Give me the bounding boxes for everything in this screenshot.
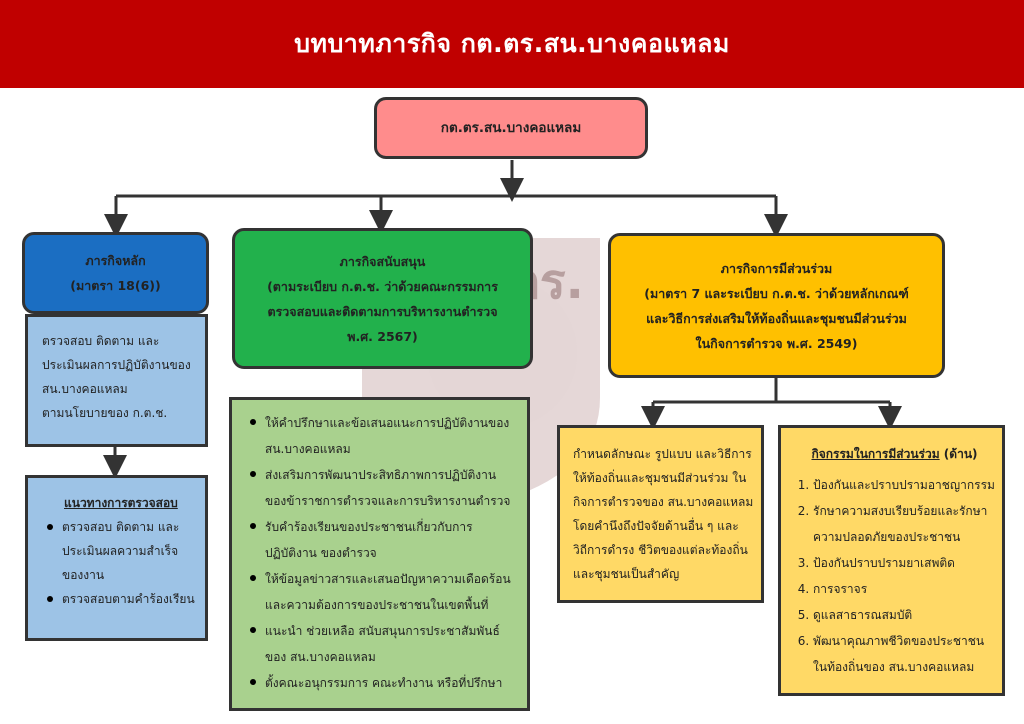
guideline-item: ตรวจสอบ ติดตาม และ ประเมินผลความสำเร็จ ข… [47, 515, 201, 587]
activities-title: กิจกรรมในการมีส่วนร่วม [811, 447, 940, 461]
support-item: ให้คำปรึกษาและข้อเสนอแนะการปฏิบัติงานของ… [250, 410, 523, 462]
activity-item: การจราจร [813, 576, 998, 602]
activities-heading: กิจกรรมในการมีส่วนร่วม (ด้าน) [791, 442, 998, 466]
activity-item: ป้องกันปราบปรามยาเสพติด [813, 550, 998, 576]
participation-mission-subtitle: (มาตรา 7 และระเบียบ ก.ต.ช. ว่าด้วยหลักเก… [644, 285, 909, 301]
guideline-item: ตรวจสอบตามคำร้องเรียน [47, 587, 201, 611]
support-item: รับคำร้องเรียนของประชาชนเกี่ยวกับการปฏิบ… [250, 514, 523, 566]
support-mission-title: ภารกิจสนับสนุน [339, 253, 426, 269]
main-mission-subtitle: (มาตรา 18(6)) [70, 278, 161, 293]
support-mission-header: ภารกิจสนับสนุน (ตามระเบียบ ก.ต.ช. ว่าด้ว… [232, 228, 533, 369]
guideline-list: ตรวจสอบ ติดตาม และ ประเมินผลความสำเร็จ ข… [42, 515, 201, 611]
activity-item: ป้องกันและปราบปรามอาชญากรรม [813, 472, 998, 498]
desc-line: ให้ท้องถิ่นและชุมชนมีส่วนร่วม ใน [573, 471, 747, 485]
desc-line: สน.บางคอแหลม [42, 382, 128, 396]
desc-line: และชุมชนเป็นสำคัญ [573, 567, 680, 581]
guideline-title: แนวทางการตรวจสอบ [64, 496, 178, 510]
support-mission-panel: ให้คำปรึกษาและข้อเสนอแนะการปฏิบัติงานของ… [229, 397, 530, 711]
desc-line: วิถีการดำรง ชีวิตของแต่ละท้องถิ่น [573, 543, 748, 557]
page-title: บทบาทภารกิจ กต.ตร.สน.บางคอแหลม [294, 29, 730, 58]
support-mission-subtitle: พ.ศ. 2567) [347, 328, 418, 344]
desc-line: ตามนโยบายของ ก.ต.ช. [42, 406, 168, 420]
support-item: แนะนำ ช่วยเหลือ สนับสนุนการประชาสัมพันธ์… [250, 618, 523, 670]
support-item: ส่งเสริมการพัฒนาประสิทธิภาพการปฏิบัติงาน… [250, 462, 523, 514]
participation-mission-subtitle: ในกิจการตำรวจ พ.ศ. 2549) [695, 335, 858, 351]
activity-item: รักษาความสงบเรียบร้อยและรักษาความปลอดภัย… [813, 498, 998, 550]
support-mission-subtitle: ตรวจสอบและติดตามการบริหารงานตำรวจ [267, 303, 498, 319]
main-mission-desc: ตรวจสอบ ติดตาม และ ประเมินผลการปฏิบัติงา… [25, 314, 208, 447]
activities-list: ป้องกันและปราบปรามอาชญากรรม รักษาความสงบ… [791, 472, 998, 680]
title-bar: บทบาทภารกิจ กต.ตร.สน.บางคอแหลม [0, 0, 1024, 88]
participation-activities-panel: กิจกรรมในการมีส่วนร่วม (ด้าน) ป้องกันและ… [778, 425, 1005, 696]
desc-line: โดยคำนึงถึงปัจจัยด้านอื่น ๆ และ [573, 519, 739, 533]
participation-desc-panel: กำหนดลักษณะ รูปแบบ และวิธีการ ให้ท้องถิ่… [557, 425, 764, 603]
main-mission-header: ภารกิจหลัก (มาตรา 18(6)) [22, 232, 209, 314]
desc-line: กำหนดลักษณะ รูปแบบ และวิธีการ [573, 447, 752, 461]
participation-mission-subtitle: และวิธีการส่งเสริมให้ท้องถิ่นและชุมชนมีส… [646, 310, 907, 326]
participation-mission-title: ภารกิจการมีส่วนร่วม [720, 260, 833, 276]
desc-line: กิจการตำรวจของ สน.บางคอแหลม [573, 495, 754, 509]
activities-suffix: (ด้าน) [939, 447, 978, 461]
activity-item: ดูแลสาธารณสมบัติ [813, 602, 998, 628]
support-mission-subtitle: (ตามระเบียบ ก.ต.ช. ว่าด้วยคณะกรรมการ [267, 278, 498, 294]
support-item: ให้ข้อมูลข่าวสารและเสนอปัญหาความเดือดร้อ… [250, 566, 523, 618]
desc-line: ประเมินผลการปฏิบัติงานของ [42, 358, 191, 372]
support-list: ให้คำปรึกษาและข้อเสนอแนะการปฏิบัติงานของ… [245, 410, 523, 696]
root-node: กต.ตร.สน.บางคอแหลม [374, 97, 648, 159]
desc-line: ตรวจสอบ ติดตาม และ [42, 334, 160, 348]
activity-item: พัฒนาคุณภาพชีวิตของประชาชนในท้องถิ่นของ … [813, 628, 998, 680]
main-mission-title: ภารกิจหลัก [85, 253, 146, 268]
support-item: ตั้งคณะอนุกรรมการ คณะทำงาน หรือที่ปรึกษา [250, 670, 523, 696]
guideline-panel: แนวทางการตรวจสอบ ตรวจสอบ ติดตาม และ ประเ… [25, 475, 208, 641]
root-label: กต.ตร.สน.บางคอแหลม [440, 119, 582, 136]
participation-mission-header: ภารกิจการมีส่วนร่วม (มาตรา 7 และระเบียบ … [608, 233, 945, 378]
